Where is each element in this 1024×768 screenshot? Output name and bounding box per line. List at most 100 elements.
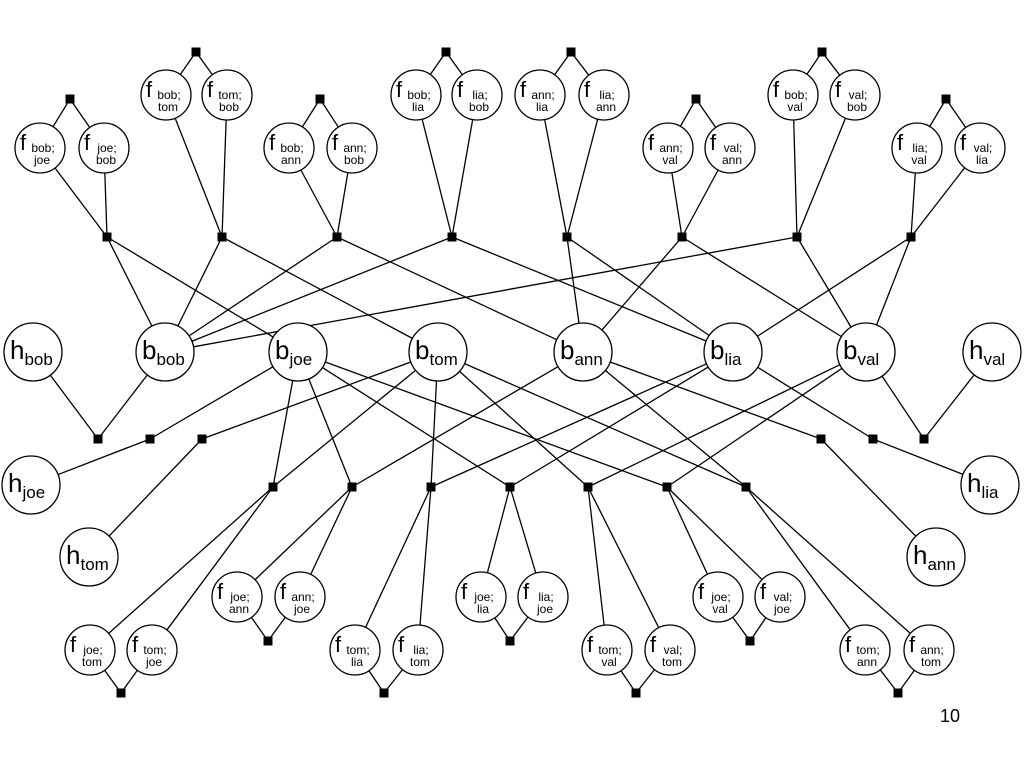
node-circle: [451, 69, 503, 121]
factor-node-pt5: [566, 47, 576, 57]
edge-mb1-f_joe_tom: [108, 486, 274, 634]
node-subscript-first: ann;: [659, 141, 682, 155]
edge-mb3-f_lia_tom: [419, 486, 432, 626]
edge-mb4-f_lia_joe: [509, 486, 537, 574]
factor-node-mb6: [662, 482, 672, 492]
edge-btom-mb3: [430, 380, 438, 488]
node-letter: f: [584, 77, 591, 102]
node-letter: f: [760, 579, 767, 604]
edge-bval-hr3: [881, 375, 925, 440]
node-circle: [692, 571, 744, 623]
node-label: blia: [710, 335, 742, 369]
factor-node-mb5: [583, 482, 593, 492]
edge-bbob-hl1: [97, 374, 148, 440]
node-circle: [329, 624, 381, 676]
edge-bjoe-hl2: [149, 366, 274, 440]
node-subscript-second: lia: [477, 602, 489, 616]
node-subscript-first: val;: [724, 141, 743, 155]
node-subscript-second: bob: [847, 100, 867, 114]
edge-f_bob_val-pm7: [793, 119, 798, 238]
node-subscript-first: ann;: [531, 88, 554, 102]
node-subscript-first: val;: [664, 643, 683, 657]
node-letter: f: [457, 77, 464, 102]
node-subscript-first: bob;: [157, 88, 180, 102]
edge-pm4-bbob: [191, 236, 453, 342]
node-letter: f: [897, 130, 904, 155]
node-circle: [274, 571, 326, 623]
edge-pm5-blia: [566, 236, 710, 337]
node-subscript-second: bob: [96, 153, 116, 167]
factor-node-pt3: [315, 94, 325, 104]
node-letter: f: [650, 632, 657, 657]
node-letter: f: [84, 130, 91, 155]
node-letter: b: [560, 335, 574, 365]
edge-pm4-blia: [451, 236, 707, 342]
node-circle: [78, 122, 130, 174]
node-letter: f: [280, 579, 287, 604]
node-subscript-second: lia: [536, 100, 548, 114]
node-subscript-first: lia;: [472, 88, 487, 102]
node-circle: [644, 624, 696, 676]
node-subscript-first: tom;: [143, 643, 166, 657]
node-label: bval: [843, 335, 879, 369]
node-blia: blia: [703, 322, 763, 382]
node-circle: [201, 69, 253, 121]
edge-bann-mb2: [351, 366, 559, 488]
edge-pm6-bval: [681, 236, 842, 338]
edge-mb7-f_ann_tom: [745, 486, 911, 634]
node-letter: f: [698, 579, 705, 604]
factor-node-pt8: [941, 94, 951, 104]
edge-pt8-f_val_lia: [945, 98, 967, 128]
node-subscript-second: bob: [219, 100, 239, 114]
edge-f_bob_ann-pm3: [300, 169, 338, 238]
node-subscript-first: joe;: [96, 141, 116, 155]
node-subscript-first: lia;: [538, 590, 553, 604]
node-circle: [962, 322, 1022, 382]
node-circle: [455, 571, 507, 623]
node-subscript-first: tom;: [856, 643, 879, 657]
node-subscript-second: joe: [536, 602, 553, 616]
node-circle: [553, 322, 613, 382]
node-subscript-first: ann;: [920, 643, 943, 657]
node-circle: [903, 624, 955, 676]
node-subscript-second: tom: [82, 655, 102, 669]
node-label: btom: [415, 335, 458, 369]
node-subscript-second: ann: [722, 153, 742, 167]
node-circle: [514, 69, 566, 121]
edge-btom-mb1: [272, 369, 416, 488]
node-subscript-second: bob: [344, 153, 364, 167]
factor-node-hl1: [93, 434, 103, 444]
node-subscript-second: val: [662, 153, 677, 167]
edge-pm2-btom: [221, 236, 413, 339]
node-circle: [126, 624, 178, 676]
node-subscript-second: joe: [773, 602, 790, 616]
node-label: bjoe: [275, 335, 312, 369]
node-circle: [408, 322, 468, 382]
factor-node-hr2: [868, 434, 878, 444]
node-letter: h: [10, 335, 24, 365]
edge-bann-hr1: [610, 361, 822, 440]
node-subscript-second: val: [787, 100, 802, 114]
node-label: hjoe: [8, 468, 45, 502]
factor-node-hl3: [197, 434, 207, 444]
edge-f_bob_joe-pm1: [54, 167, 108, 238]
node-subscript-second: ann: [857, 655, 877, 669]
node-subscript: joe: [21, 483, 45, 502]
node-letter: f: [132, 632, 139, 657]
node-circle: [59, 527, 119, 587]
node-bjoe: bjoe: [268, 322, 328, 382]
